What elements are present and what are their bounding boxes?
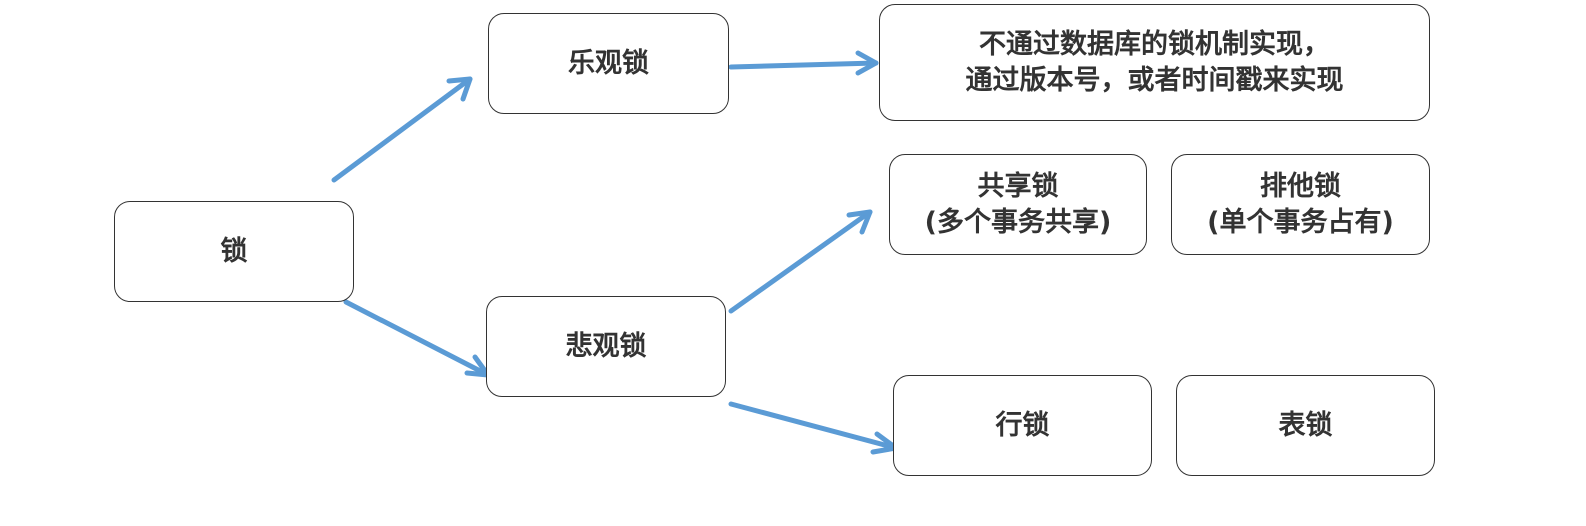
edge-pessimistic-to-row — [728, 401, 899, 455]
node-exclusive-lock-note: (单个事务占有) — [1207, 206, 1394, 238]
node-table-lock-label: 表锁 — [1278, 409, 1333, 441]
node-optimistic-implementation-line2: 通过版本号，或者时间戳来实现 — [965, 64, 1344, 96]
node-exclusive-lock: 排他锁 (单个事务占有) — [1171, 154, 1430, 255]
node-shared-lock-title: 共享锁 — [977, 170, 1059, 202]
node-table-lock: 表锁 — [1176, 375, 1435, 476]
node-optimistic-lock-label: 乐观锁 — [568, 47, 649, 79]
node-optimistic-lock: 乐观锁 — [488, 13, 729, 114]
node-optimistic-implementation-line1: 不通过数据库的锁机制实现， — [979, 28, 1330, 60]
node-shared-lock: 共享锁 (多个事务共享) — [889, 154, 1147, 255]
node-lock-label: 锁 — [220, 235, 248, 267]
node-row-lock-label: 行锁 — [995, 409, 1050, 441]
node-row-lock: 行锁 — [893, 375, 1152, 476]
node-pessimistic-lock-label: 悲观锁 — [565, 330, 647, 362]
edge-pessimistic-to-shared — [728, 209, 873, 314]
edge-lock-to-optimistic — [331, 76, 473, 183]
node-pessimistic-lock: 悲观锁 — [486, 296, 726, 397]
edge-optimistic-to-impl — [728, 50, 879, 76]
node-exclusive-lock-title: 排他锁 — [1260, 170, 1341, 202]
node-lock: 锁 — [114, 201, 354, 302]
node-shared-lock-note: (多个事务共享) — [924, 206, 1112, 238]
edge-lock-to-pessimistic — [343, 299, 491, 378]
node-optimistic-implementation: 不通过数据库的锁机制实现， 通过版本号，或者时间戳来实现 — [879, 4, 1430, 121]
